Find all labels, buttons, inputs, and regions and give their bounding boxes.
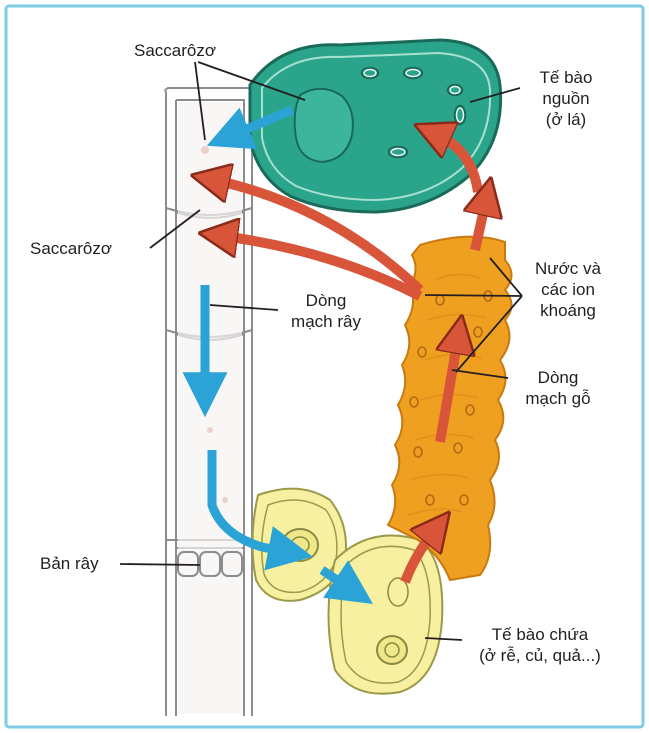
label-dong-mach-go: Dòng mạch gỗ bbox=[508, 367, 608, 409]
leader-dong-mach-go bbox=[451, 369, 509, 379]
leader-saccarozo-mid bbox=[149, 209, 201, 249]
label-te-bao-nguon: Tế bào nguồn (ở lá) bbox=[518, 67, 614, 130]
label-dong-mach-ray-line2: mạch rây bbox=[291, 312, 361, 331]
leader-dong-mach-ray bbox=[209, 304, 279, 311]
leader-te-bao-nguon bbox=[469, 87, 521, 103]
label-nuoc-ion-khoang: Nước và các ion khoáng bbox=[522, 258, 614, 321]
label-nuoc-line2: các ion bbox=[541, 280, 595, 299]
leader-te-bao-chua bbox=[424, 637, 463, 641]
leader-nuoc-1 bbox=[424, 294, 523, 297]
label-nuoc-line1: Nước và bbox=[535, 259, 601, 278]
leader-lines bbox=[119, 61, 523, 641]
water-arrow-upward-xylem bbox=[435, 338, 458, 443]
label-te-bao-nguon-line2: nguồn bbox=[542, 89, 590, 108]
water-flow-arrows bbox=[214, 134, 486, 584]
label-dong-mach-go-line2: mạch gỗ bbox=[525, 389, 591, 408]
label-te-bao-chua-line1: Tế bào chứa bbox=[491, 625, 589, 644]
water-arrow-lateral-1 bbox=[214, 180, 424, 294]
label-dong-mach-go-line1: Dòng bbox=[537, 368, 579, 387]
label-te-bao-nguon-line1: Tế bào bbox=[539, 68, 593, 87]
label-te-bao-chua-line2: (ở rễ, củ, quả...) bbox=[479, 646, 601, 665]
leader-saccarozo-top-1 bbox=[194, 61, 206, 141]
phloem-arrow-unload bbox=[207, 450, 313, 571]
sieve-tube-interior bbox=[178, 102, 242, 714]
water-arrow-upward-top bbox=[475, 200, 486, 252]
phloem-arrow-to-sink bbox=[319, 560, 373, 604]
source-cell bbox=[248, 38, 503, 214]
leader-nuoc-2 bbox=[489, 257, 523, 297]
label-saccarozo-top: Saccarôzơ bbox=[134, 41, 217, 60]
phloem-flow-arrows bbox=[182, 105, 373, 604]
leader-nuoc-3 bbox=[455, 295, 523, 373]
label-ban-ray: Bản rây bbox=[40, 554, 99, 573]
label-saccarozo-mid: Saccarôzơ bbox=[30, 239, 113, 258]
water-arrow-lateral-2 bbox=[222, 236, 423, 301]
label-nuoc-line3: khoáng bbox=[540, 301, 596, 320]
phloem-arrow-load bbox=[206, 105, 294, 150]
source-nucleus bbox=[293, 87, 354, 164]
water-arrow-from-sink bbox=[400, 530, 435, 584]
label-dong-mach-ray-line1: Dòng bbox=[305, 291, 347, 310]
label-te-bao-chua: Tế bào chứa (ở rễ, củ, quả...) bbox=[455, 624, 625, 666]
label-te-bao-nguon-line3: (ở lá) bbox=[545, 110, 587, 129]
leader-ban-ray bbox=[119, 563, 201, 566]
label-dong-mach-ray: Dòng mạch rây bbox=[278, 290, 374, 332]
sink-cell-right bbox=[327, 534, 444, 695]
leader-saccarozo-top-2 bbox=[197, 61, 306, 101]
